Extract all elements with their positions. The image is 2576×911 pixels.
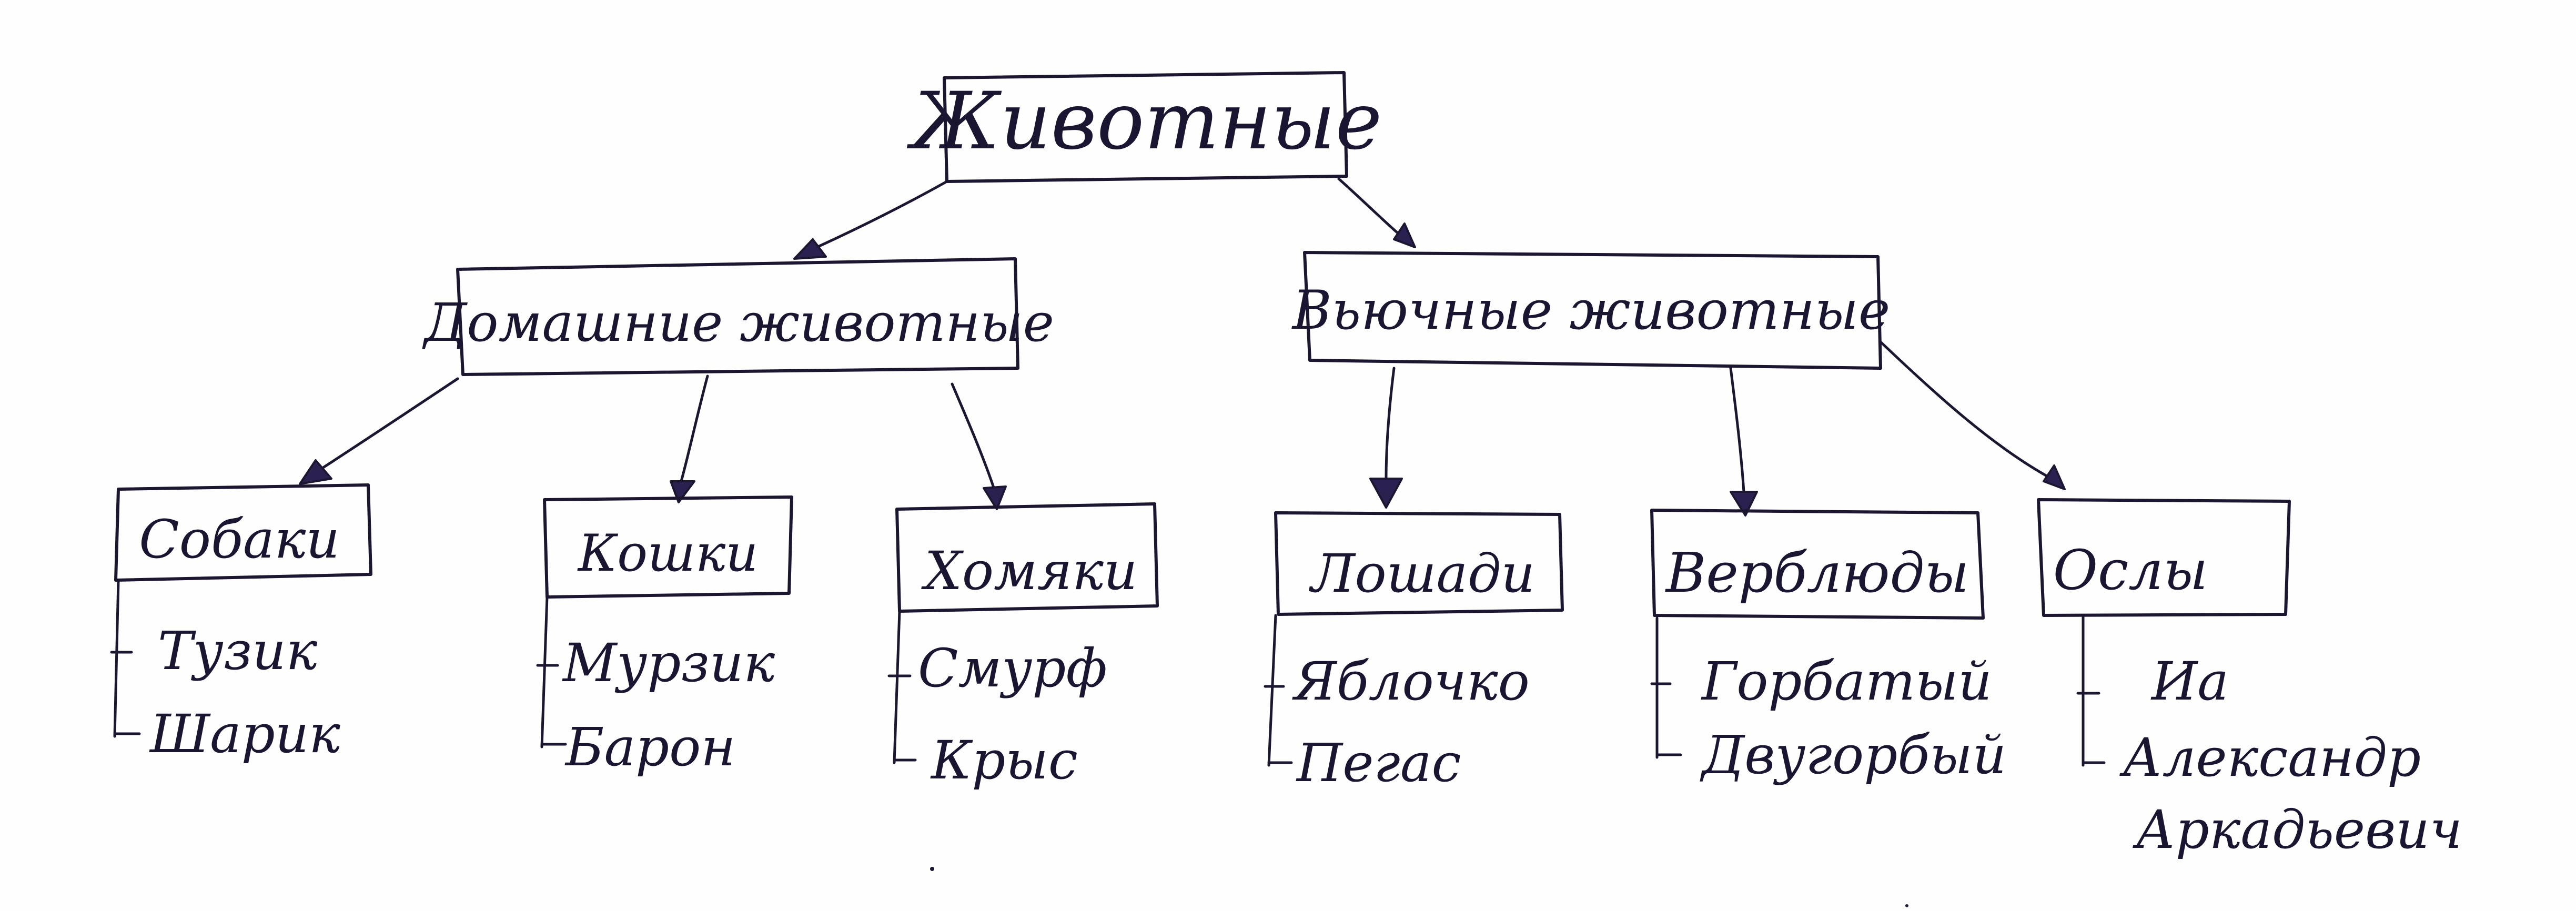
cats-label: Кошки — [577, 524, 758, 583]
leaf-donkeys-0: Иа — [2150, 651, 2229, 712]
leaf-dogs-0: Тузик — [158, 620, 318, 682]
pack-label: Вьючные животные — [1291, 279, 1891, 342]
edge-domestic-dogs — [317, 377, 459, 472]
camels-label: Верблюды — [1665, 541, 1969, 605]
leaf-hamsters-0: Смурф — [918, 637, 1107, 699]
bracket-cats — [536, 595, 567, 748]
arrowhead-domestic — [793, 238, 827, 260]
bracket-donkeys — [2076, 615, 2106, 767]
edge-root-pack — [1337, 177, 1403, 238]
leaf-brackets — [110, 580, 2106, 767]
edge-root-domestic — [806, 180, 948, 253]
edge-pack-donkeys — [1879, 340, 2053, 480]
leaf-camels-1: Двугорбый — [1700, 724, 2006, 786]
leaf-hamsters-1: Крыс — [930, 730, 1078, 791]
arrowhead-hamsters — [983, 485, 1007, 510]
bracket-horses — [1264, 614, 1293, 767]
donkeys-label: Ослы — [2053, 538, 2208, 602]
node-pack: Вьючные животные — [1291, 251, 1891, 370]
bracket-dogs — [110, 580, 141, 738]
arrowhead-camels — [1730, 491, 1758, 517]
arrowhead-donkeys — [2043, 464, 2066, 490]
leaf-horses-1: Пегас — [1296, 732, 1461, 794]
node-hamsters: Хомяки — [895, 502, 1159, 613]
dogs-label: Собаки — [139, 509, 340, 570]
edge-domestic-hamsters — [951, 382, 996, 491]
arrowhead-horses — [1369, 478, 1403, 509]
node-horses: Лошади — [1274, 511, 1564, 616]
hamsters-label: Хомяки — [921, 540, 1138, 602]
node-dogs: Собаки — [114, 483, 372, 582]
edge-pack-horses — [1385, 367, 1396, 480]
node-camels: Верблюды — [1650, 509, 1985, 620]
bracket-camels — [1650, 616, 1682, 759]
ink-dot — [930, 867, 934, 871]
leaf-labels: Тузик Шарик Мурзик Барон Смурф Крыс Ябло… — [149, 620, 2462, 861]
arrowhead-pack — [1393, 222, 1416, 248]
node-domestic: Домашние животные — [422, 257, 1054, 376]
leaf-cats-0: Мурзик — [562, 632, 775, 694]
root-node: Животные — [907, 71, 1382, 183]
node-donkeys: Ослы — [2037, 498, 2291, 617]
bracket-hamsters — [887, 610, 917, 764]
node-cats: Кошки — [543, 495, 793, 599]
domestic-label: Домашние животные — [422, 292, 1054, 353]
leaf-donkeys-1: Александр — [2119, 727, 2421, 788]
leaf-camels-0: Горбатый — [1701, 651, 1992, 712]
root-label: Животные — [907, 76, 1382, 167]
horses-label: Лошади — [1308, 543, 1535, 604]
leaf-horses-0: Яблочко — [1292, 651, 1530, 712]
ink-dot — [1905, 904, 1908, 907]
leaf-cats-1: Барон — [564, 716, 735, 778]
edge-pack-camels — [1729, 367, 1745, 493]
edge-domestic-cats — [680, 374, 709, 483]
arrowhead-dogs — [299, 459, 332, 485]
leaf-donkeys-2: Аркадьевич — [2133, 799, 2462, 861]
leaf-dogs-1: Шарик — [149, 703, 340, 765]
